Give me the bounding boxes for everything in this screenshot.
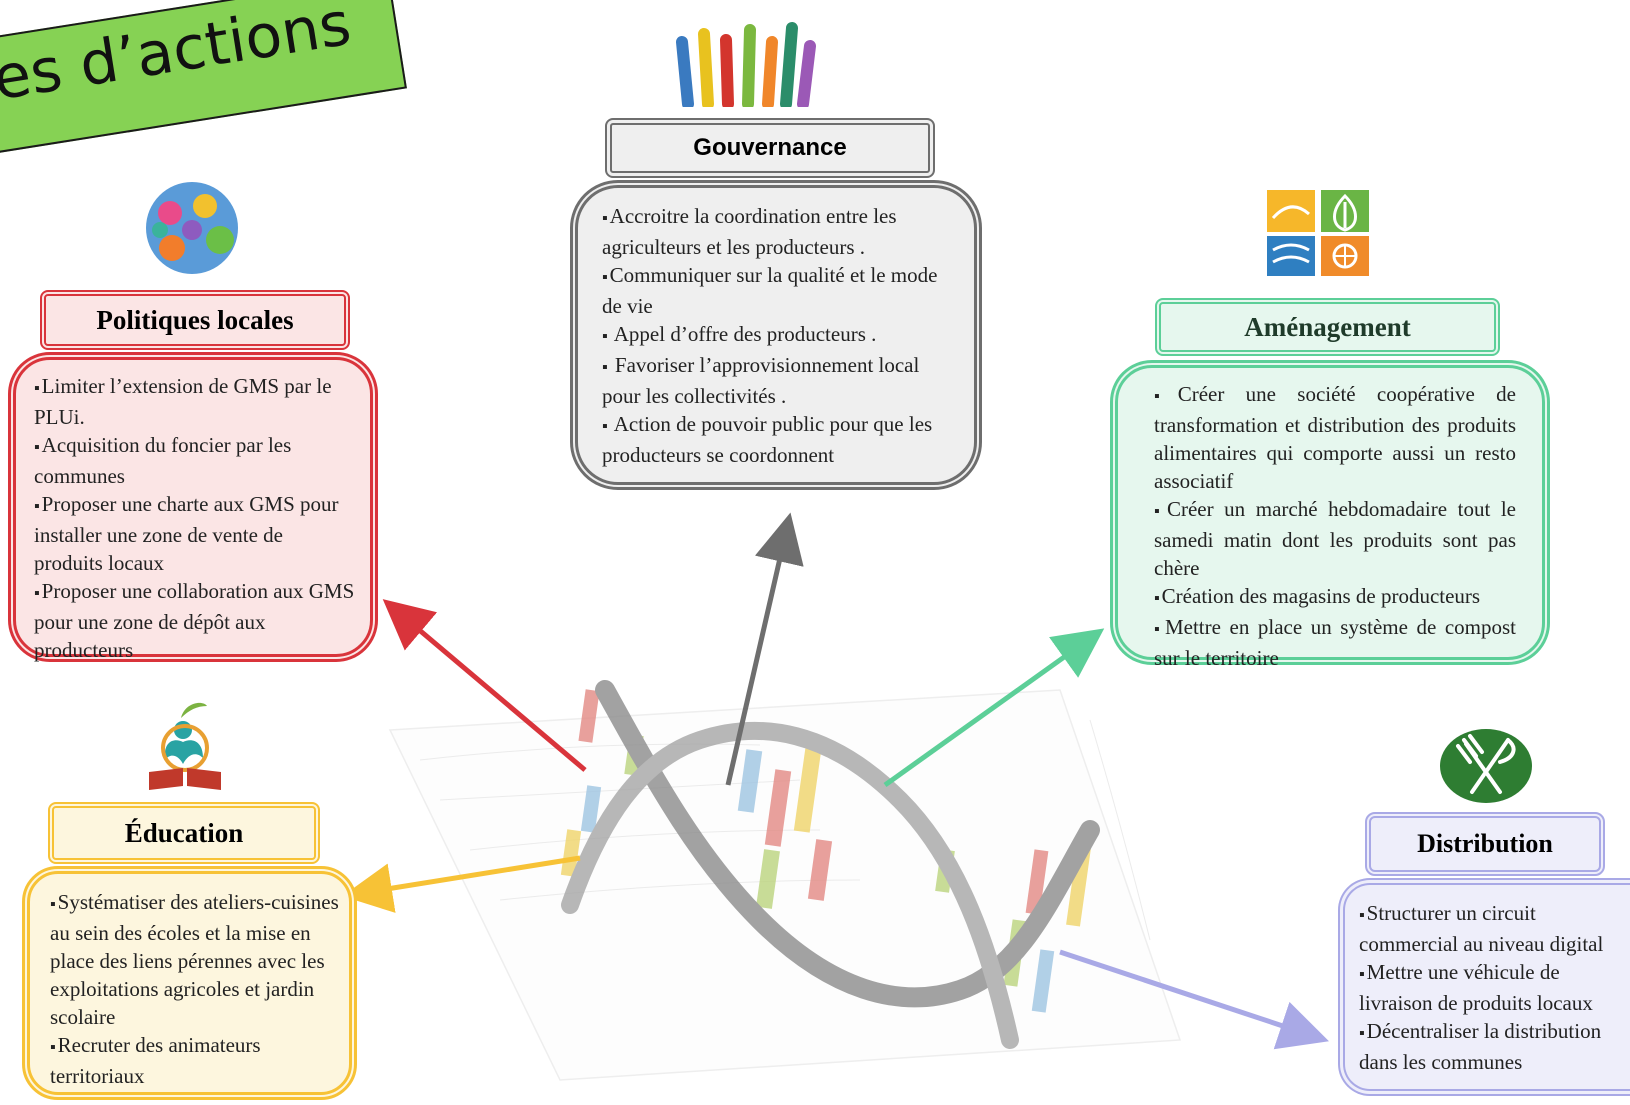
- amenagement-item: Créer une société coopérative de transfo…: [1154, 380, 1516, 495]
- amenagement-box: Créer une société coopérative de transfo…: [1110, 360, 1550, 670]
- dna-helix-icon: [560, 680, 1100, 1049]
- gouvernance-item: Appel d’offre des producteurs .: [602, 320, 958, 351]
- politiques-item: Proposer une collaboration aux GMS pour …: [34, 577, 356, 664]
- distribution-box: Structurer un circuit commercial au nive…: [1338, 878, 1630, 1096]
- distribution-title: Distribution: [1417, 829, 1553, 858]
- land-water-leaf-icon: [1267, 190, 1369, 276]
- gouvernance-item: Action de pouvoir public pour que les pr…: [602, 410, 958, 469]
- distribution-item: Mettre une véhicule de livraison de prod…: [1359, 958, 1630, 1017]
- education-header: Éducation: [48, 802, 320, 864]
- education-item: Systématiser des ateliers-cuisines au se…: [50, 888, 341, 1031]
- people-globe-icon: [146, 182, 238, 274]
- distribution-header: Distribution: [1365, 812, 1605, 876]
- person-book-icon: [149, 702, 221, 790]
- raised-hands-icon: [676, 22, 816, 107]
- gouvernance-box: Accroitre la coordination entre les agri…: [570, 180, 982, 490]
- arrow-to-amenagement: [883, 628, 1105, 788]
- gouvernance-title: Gouvernance: [693, 134, 847, 161]
- amenagement-header: Aménagement: [1155, 298, 1500, 356]
- gouvernance-item: Accroitre la coordination entre les agri…: [602, 202, 958, 261]
- distribution-item: Décentraliser la distribution dans les c…: [1359, 1017, 1630, 1076]
- arrow-to-politiques: [382, 599, 587, 772]
- arrow-to-gouvernance: [725, 512, 804, 786]
- amenagement-item: Créer un marché hebdomadaire tout le sam…: [1154, 495, 1516, 582]
- distribution-item: Structurer un circuit commercial au nive…: [1359, 899, 1630, 958]
- politiques-header: Politiques locales: [40, 290, 350, 350]
- fork-knife-icon: [1440, 729, 1532, 803]
- politiques-title: Politiques locales: [96, 304, 294, 335]
- gouvernance-item: Communiquer sur la qualité et le mode de…: [602, 261, 958, 320]
- amenagement-item: Création des magasins de producteurs: [1154, 582, 1516, 613]
- gouvernance-item: Favoriser l’approvisionnement local pour…: [602, 351, 958, 410]
- education-item: Recruter des animateurs territoriaux: [50, 1031, 341, 1090]
- politiques-item: Acquisition du foncier par les communes: [34, 431, 356, 490]
- gouvernance-header: Gouvernance: [605, 118, 935, 178]
- arrow-to-education: [342, 855, 581, 913]
- politiques-box: Limiter l’extension de GMS par le PLUi. …: [8, 352, 378, 662]
- amenagement-title: Aménagement: [1244, 311, 1411, 342]
- politiques-item: Proposer une charte aux GMS pour install…: [34, 490, 356, 577]
- arrow-to-distribution: [1059, 949, 1329, 1050]
- education-box: Systématiser des ateliers-cuisines au se…: [22, 866, 357, 1100]
- politiques-item: Limiter l’extension de GMS par le PLUi.: [34, 372, 356, 431]
- amenagement-item: Mettre en place un système de compost su…: [1154, 613, 1516, 672]
- education-title: Éducation: [124, 817, 244, 848]
